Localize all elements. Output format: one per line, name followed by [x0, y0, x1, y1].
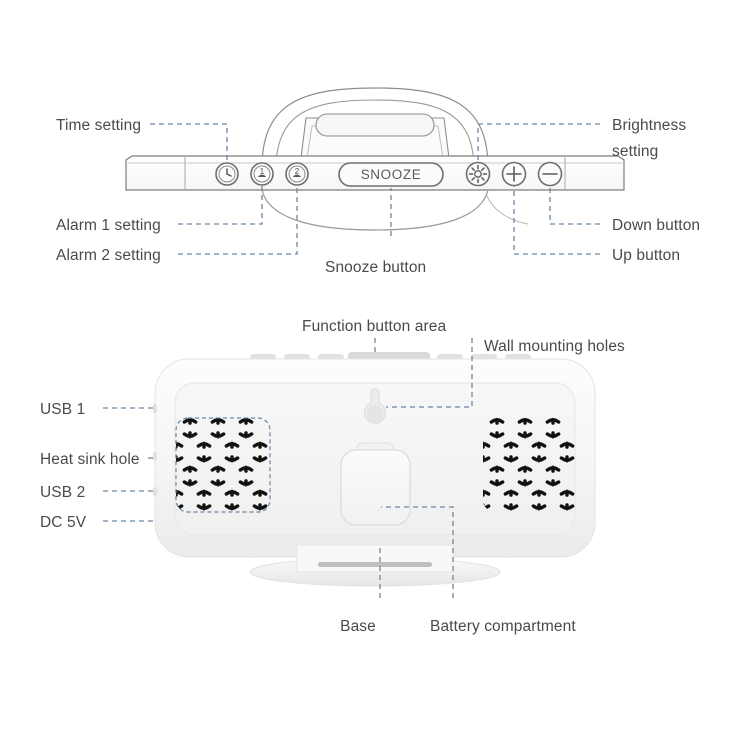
- usb-1-port[interactable]: [153, 404, 157, 413]
- top-view-leader-lines: [150, 123, 600, 255]
- battery-compartment[interactable]: [340, 442, 411, 526]
- alarm-1-setting-button[interactable]: 1: [250, 162, 274, 186]
- label-down-button: Down button: [612, 217, 700, 234]
- leader-alarm-2: [178, 186, 298, 255]
- heat-sink-hole-left: [175, 417, 271, 513]
- label-usb-1: USB 1: [40, 401, 85, 418]
- label-alarm-2-setting: Alarm 2 setting: [56, 247, 161, 264]
- alarm-1-icon: 1: [258, 167, 266, 177]
- label-snooze-button: Snooze button: [325, 259, 426, 276]
- label-wall-mounting-holes: Wall mounting holes: [484, 338, 625, 355]
- label-brightness-setting-line1: Brightness: [612, 117, 686, 134]
- top-view-group: 1 2 SNOOZE: [56, 87, 700, 276]
- time-setting-button[interactable]: [215, 162, 239, 186]
- top-view-rear-shell-inner-outline: [275, 99, 475, 171]
- top-view-rear-shell-outline: [261, 87, 489, 169]
- leader-battery-compartment: [381, 506, 454, 598]
- label-usb-2: USB 2: [40, 484, 85, 501]
- top-view-front-curve-secondary: [485, 192, 529, 225]
- top-view-front-curve: [261, 189, 489, 231]
- label-time-setting: Time setting: [56, 117, 141, 134]
- top-view-speaker-slot: [315, 113, 435, 137]
- label-battery-compartment: Battery compartment: [430, 618, 576, 635]
- brightness-icon: [468, 164, 488, 184]
- label-heat-sink-hole: Heat sink hole: [40, 451, 140, 468]
- back-view-group: Function button area Wall mounting holes…: [40, 318, 625, 635]
- leader-time-setting: [150, 123, 228, 163]
- base-stand: [249, 544, 501, 587]
- label-base: Base: [340, 618, 376, 635]
- snooze-button-label: SNOOZE: [361, 167, 422, 182]
- up-button[interactable]: [501, 161, 527, 187]
- base-slot: [318, 562, 432, 567]
- leader-down-button: [549, 186, 600, 225]
- label-up-button: Up button: [612, 247, 680, 264]
- heat-sink-hole-callout-box: [175, 417, 271, 513]
- label-function-button-area: Function button area: [302, 318, 446, 335]
- wall-mounting-holes[interactable]: [364, 388, 386, 424]
- brightness-setting-button[interactable]: [465, 161, 491, 187]
- battery-compartment-door: [340, 449, 411, 526]
- dc-5v-port[interactable]: [153, 487, 157, 496]
- leader-brightness: [477, 123, 600, 162]
- label-alarm-1-setting: Alarm 1 setting: [56, 217, 161, 234]
- label-dc-5v: DC 5V: [40, 514, 87, 531]
- plus-icon: [506, 166, 522, 182]
- down-button[interactable]: [537, 161, 563, 187]
- svg-text:2: 2: [295, 167, 300, 176]
- leader-up-button: [513, 186, 600, 255]
- leader-alarm-1: [178, 186, 263, 225]
- snooze-button[interactable]: SNOOZE: [338, 162, 444, 187]
- usb-2-port[interactable]: [153, 452, 157, 461]
- back-view-leader-lines: [103, 338, 473, 598]
- clock-icon: [226, 168, 232, 177]
- alarm-2-setting-button[interactable]: 2: [285, 162, 309, 186]
- svg-text:1: 1: [260, 167, 265, 176]
- leader-wall-mounting-holes: [386, 338, 473, 408]
- base-neck: [296, 544, 454, 573]
- alarm-2-icon: 2: [293, 167, 301, 177]
- label-brightness-setting-line2: setting: [612, 143, 658, 160]
- left-edge-ports: [153, 404, 157, 496]
